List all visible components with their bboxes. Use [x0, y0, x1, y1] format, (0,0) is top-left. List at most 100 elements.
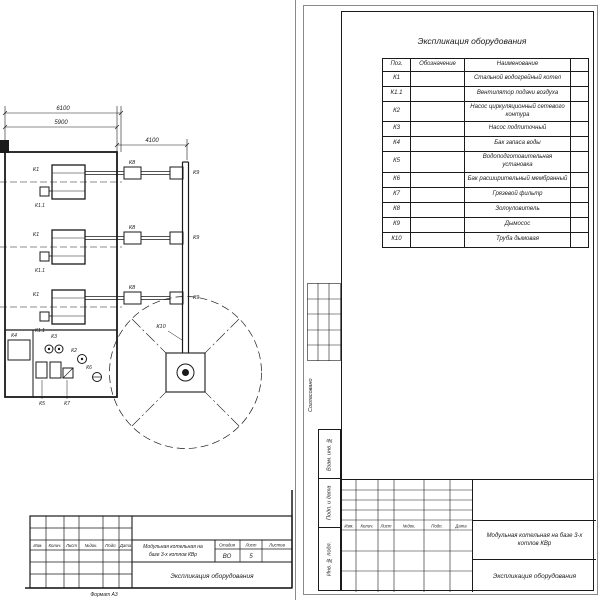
dim-chimney-offset: 4100 — [145, 138, 159, 144]
k10-leader — [167, 330, 183, 341]
col-header-name: Наименование — [464, 58, 571, 72]
stamp-vzam-inv: Взам. инв. № — [318, 429, 341, 479]
label-k4: К4 — [11, 333, 17, 339]
stamp-col-list: Лист — [65, 543, 77, 548]
label-k10: К10 — [156, 324, 166, 330]
spec-table-title: Экспликация оборудования — [417, 36, 527, 46]
label-k1_1-1: К1.1 — [35, 203, 45, 209]
label-k9-2: К9 — [193, 235, 199, 241]
label-k9-3: К9 — [193, 295, 199, 301]
table-header-row: Поз. Обозначение Наименование — [382, 58, 589, 72]
project-name: Модульная котельная на базе 3-х котлов К… — [473, 520, 596, 560]
title-block-stamp-grid: Изм. Колич. Лист №док. Подп. Дата — [342, 480, 472, 592]
stamp-col-data: Дата — [119, 543, 132, 548]
label-k3: К3 — [51, 334, 57, 340]
chimney-stack — [182, 369, 189, 376]
label-k1_1-2: К1.1 — [35, 268, 45, 274]
building-outline — [0, 140, 122, 398]
pump-k3b — [54, 344, 64, 354]
dimension-lines — [2, 106, 190, 160]
ash-collector-1 — [123, 166, 142, 180]
water-tank-k4 — [7, 339, 31, 361]
label-k8-3: К8 — [129, 285, 136, 291]
stamp-col-izm: Изм. — [33, 543, 42, 548]
label-k1-3: К1 — [33, 292, 39, 298]
signature-grid — [307, 283, 341, 361]
label-k7: К7 — [64, 401, 70, 407]
label-k8-1: К8 — [129, 160, 136, 166]
water-treatment-k5b — [49, 361, 62, 379]
dirt-filter-k7 — [62, 367, 74, 379]
stamp-col-list: Лист — [379, 524, 391, 529]
title-block: Изм. Колич. Лист №док. Подп. Дата Модуль… — [341, 479, 596, 592]
dim-width-total: 6100 — [56, 106, 70, 112]
stamp-col-podp: Подп. — [105, 543, 116, 548]
doc-name: Экспликация оборудования — [492, 572, 577, 580]
plan-drawing: 6100 5900 4100 К1 К1.1 К8 К9 — [0, 0, 296, 600]
smoke-exhauster-1 — [169, 166, 184, 180]
pump-k2 — [77, 354, 87, 364]
water-treatment-k5a — [35, 361, 48, 379]
format-note: Формат А3 — [90, 592, 118, 598]
stage-value: ВО — [223, 554, 232, 560]
label-k1-2: К1 — [33, 232, 39, 238]
label-k2: К2 — [71, 348, 77, 354]
fan-3 — [39, 311, 50, 322]
stamp-col-kolich: Колич. — [48, 543, 61, 548]
sheet-number: 5 — [249, 554, 253, 560]
stamp-col-data: Дата — [454, 524, 467, 529]
sheets-label: Листов — [268, 543, 285, 548]
label-k8-2: К8 — [129, 225, 136, 231]
stamp-agreed: Согласовано — [308, 378, 314, 412]
fan-2 — [39, 251, 50, 262]
label-k5: К5 — [39, 401, 45, 407]
label-k6: К6 — [86, 365, 92, 371]
project-name-line2: базе 3-х котлов КВр — [149, 552, 197, 558]
col-header-designation: Обозначение — [410, 58, 465, 72]
label-k1-1: К1 — [33, 167, 39, 173]
specification-sheet: Согласовано Взам. инв. № Подп. и дата Ин… — [303, 5, 598, 595]
stage-label: Стадия — [219, 543, 236, 548]
boiler-1 — [39, 164, 184, 200]
ash-collector-2 — [123, 231, 142, 245]
wall-section-mark — [0, 140, 9, 153]
stamp-podp-data: Подп. и дата — [318, 478, 341, 528]
title-block-grid — [29, 515, 293, 589]
stamp-col-dok: №док. — [403, 524, 416, 529]
stamp-col-podp: Подп. — [431, 524, 442, 529]
col-header-qty — [570, 58, 589, 72]
project-name-line1: Модульная котельная на — [143, 544, 203, 550]
dim-width-inner: 5900 — [54, 120, 68, 126]
stamp-col-dok: №док. — [85, 543, 98, 548]
chimney-ring — [176, 363, 195, 382]
equipment-room — [7, 339, 102, 399]
flue-duct — [181, 161, 190, 354]
chimney-zone — [109, 296, 262, 449]
fan-1 — [39, 186, 50, 197]
stamp-col-izm: Изм. — [344, 524, 353, 529]
label-k9-1: К9 — [193, 170, 199, 176]
stamp-col-kolich: Колич. — [360, 524, 373, 529]
title-block-right: Модульная котельная на базе 3-х котлов К… — [472, 480, 596, 592]
label-k1_1-3: К1.1 — [35, 328, 45, 334]
ash-collector-3 — [123, 291, 142, 305]
doc-name: Экспликация оборудования — [170, 572, 254, 580]
guy-wire-circle — [109, 296, 262, 449]
pump-k3a — [44, 344, 54, 354]
stamp-inv-podl: Инв. № подл. — [318, 527, 341, 591]
col-header-pos: Поз. — [382, 58, 411, 72]
smoke-exhauster-2 — [169, 231, 184, 245]
